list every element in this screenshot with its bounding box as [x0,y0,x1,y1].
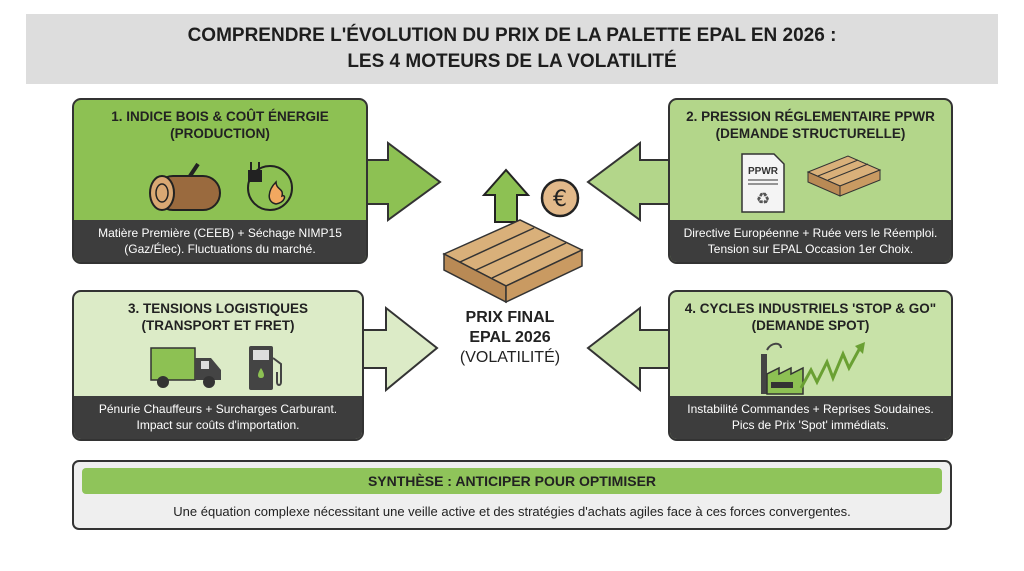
pallet-icon [442,219,584,304]
driver-description: Pénurie Chauffeurs + Surcharges Carburan… [74,396,362,439]
fuel-pump-icon [249,346,282,390]
driver-title: 1. INDICE BOIS & COÛT ÉNERGIE(PRODUCTION… [111,109,329,141]
driver-title: 4. CYCLES INDUSTRIELS 'STOP & GO"(DEMAND… [684,301,937,333]
synthesis-box: SYNTHÈSE : ANTICIPER POUR OPTIMISER Une … [72,460,952,530]
driver-box-wood-energy: 1. INDICE BOIS & COÛT ÉNERGIE(PRODUCTION… [72,98,368,264]
driver-title: 3. TENSIONS LOGISTIQUES(TRANSPORT ET FRE… [127,301,309,333]
arrow-4 [586,305,673,393]
pallet-icon [806,155,881,197]
driver-description: Directive Européenne + Ruée vers le Réem… [670,220,951,262]
euro-coin-icon: € [540,178,580,218]
arrow-2 [586,141,673,222]
zigzag-up-arrow-icon [799,345,862,389]
synthesis-text: Une équation complexe nécessitant une ve… [173,504,851,519]
plug-flame-icon [247,162,293,211]
driver-title: 2. PRESSION RÉGLEMENTAIRE PPWR(DEMANDE S… [686,109,935,141]
synthesis-heading: SYNTHÈSE : ANTICIPER POUR OPTIMISER [82,468,942,494]
up-arrow-icon [481,168,531,223]
final-price-label: PRIX FINAL EPAL 2026 (VOLATILITÉ) [459,309,561,366]
driver-description: Instabilité Commandes + Reprises Soudain… [670,396,951,439]
svg-text:♻: ♻ [755,191,769,208]
page-title: COMPRENDRE L'ÉVOLUTION DU PRIX DE LA PAL… [26,14,998,84]
log-icon [149,162,221,211]
arrow-1 [359,141,442,222]
svg-text:€: € [553,187,567,212]
driver-box-ppwr: 2. PRESSION RÉGLEMENTAIRE PPWR(DEMANDE S… [668,98,953,264]
svg-text:PPWR: PPWR [748,166,779,177]
driver-description: Matière Première (CEEB) + Séchage NIMP15… [74,220,366,262]
driver-box-industrial-cycles: 4. CYCLES INDUSTRIELS 'STOP & GO"(DEMAND… [668,290,953,441]
factory-icon [760,342,865,395]
ppwr-document-icon: PPWR ♻ [740,153,785,213]
truck-icon [150,347,221,388]
arrow-3 [355,305,439,393]
driver-box-logistics: 3. TENSIONS LOGISTIQUES(TRANSPORT ET FRE… [72,290,364,441]
